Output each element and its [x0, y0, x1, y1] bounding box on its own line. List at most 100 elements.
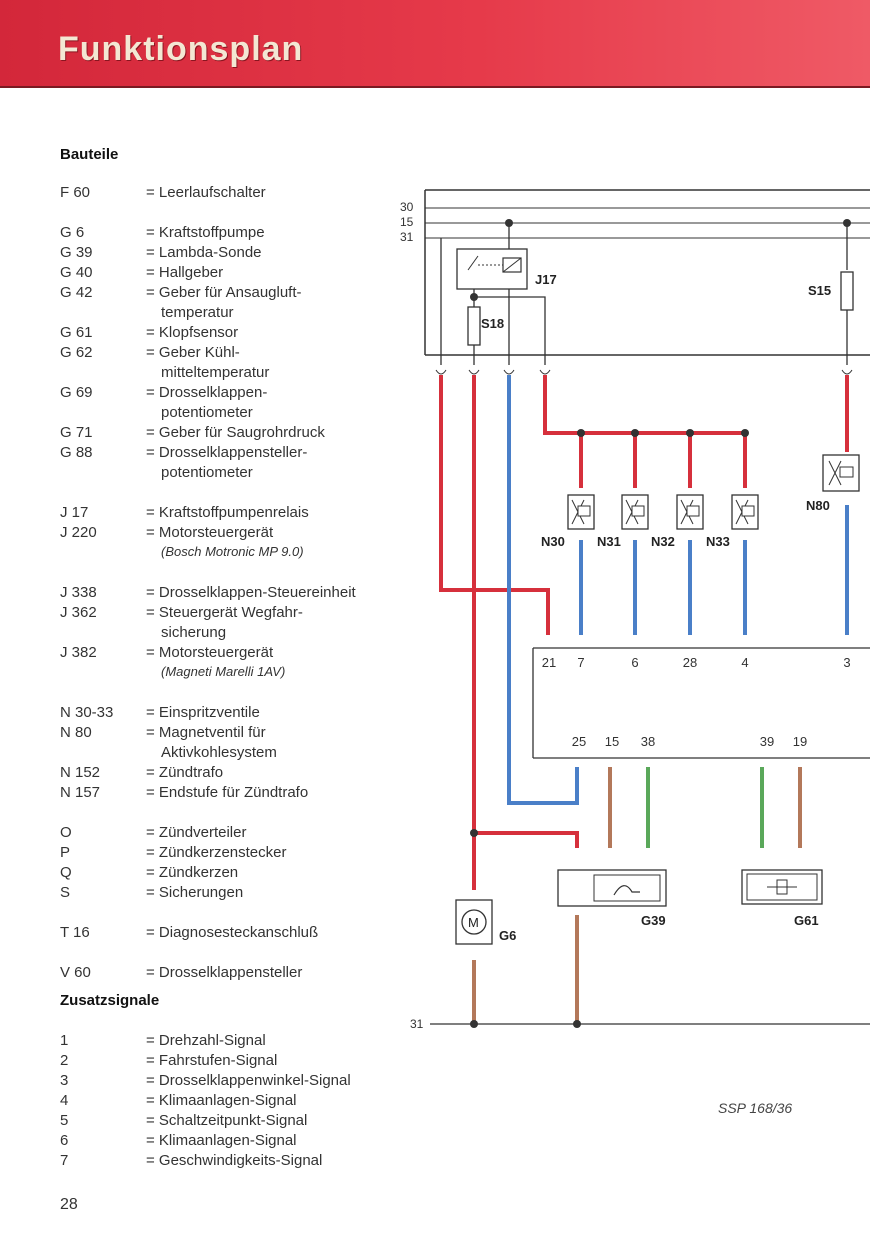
- legend-description: = Leerlaufschalter: [146, 184, 266, 201]
- legend-description: = Schaltzeitpunkt-Signal: [146, 1112, 308, 1129]
- legend-code: F 60: [60, 184, 91, 201]
- legend-description: = Kraftstoffpumpe: [146, 224, 265, 241]
- legend-description: = Geber für Saugrohrdruck: [146, 424, 325, 441]
- legend-description: = Sicherungen: [146, 884, 244, 901]
- injector-n32-label: N32: [651, 534, 675, 549]
- legend-code: N 30-33: [60, 704, 114, 721]
- fuse-s15: [840, 271, 854, 311]
- legend-code: 7: [60, 1152, 69, 1169]
- legend-description: = Motorsteuergerät: [146, 524, 274, 541]
- legend-code: 5: [60, 1112, 69, 1129]
- relay-panel: [424, 189, 870, 356]
- legend-code: P: [60, 844, 71, 861]
- legend-description: = Klimaanlagen-Signal: [146, 1092, 297, 1109]
- ecu-pin-top-label: 21: [542, 655, 556, 670]
- legend-code: G 40: [60, 264, 93, 281]
- injector-n30-label: N30: [541, 534, 565, 549]
- ecu-pin-bottom-label: 38: [641, 734, 655, 749]
- legend-description: = Fahrstufen-Signal: [146, 1052, 278, 1069]
- legend-code: N 152: [60, 764, 101, 781]
- legend-description: temperatur: [161, 304, 234, 321]
- ecu-pin-top-label: 6: [631, 655, 638, 670]
- purge-valve-n80: [822, 454, 860, 492]
- page-number: 28: [60, 1196, 78, 1213]
- legend-code: G 88: [60, 444, 93, 461]
- rail-30-label: 30: [400, 200, 414, 214]
- banner-divider: [0, 86, 870, 88]
- legend-code: T 16: [60, 924, 90, 941]
- page-title: Funktionsplan: [58, 30, 304, 68]
- fuel-pump-g6-label: G6: [499, 928, 516, 943]
- ecu-pin-bottom-label: 25: [572, 734, 586, 749]
- knock-sensor-g61-label: G61: [794, 913, 819, 928]
- legend-description: = Drosselklappen-Steuereinheit: [146, 584, 356, 601]
- legend-description: = Magnetventil für: [146, 724, 266, 741]
- legend-code: 3: [60, 1072, 69, 1089]
- injector-n31: [621, 494, 649, 530]
- legend-code: N 80: [60, 724, 92, 741]
- injector-n33-label: N33: [706, 534, 730, 549]
- relay-j17-label: J17: [535, 272, 557, 287]
- legend-code: Q: [60, 864, 72, 881]
- legend-description: = Drosselklappenwinkel-Signal: [146, 1072, 351, 1089]
- injector-n32: [676, 494, 704, 530]
- injector-n33: [731, 494, 759, 530]
- fuse-s18-label: S18: [481, 316, 504, 331]
- ecu-pin-bottom-label: 15: [605, 734, 619, 749]
- ecu-box: [532, 647, 870, 759]
- legend-description: Aktivkohlesystem: [161, 744, 277, 761]
- title-banner: [0, 0, 870, 86]
- legend-description: = Drehzahl-Signal: [146, 1032, 266, 1049]
- legend-description: = Klimaanlagen-Signal: [146, 1132, 297, 1149]
- legend-code: O: [60, 824, 72, 841]
- legend-description: = Diagnosesteckanschluß: [146, 924, 319, 941]
- fuel-pump-g6: [455, 899, 493, 945]
- legend-description: = Lambda-Sonde: [146, 244, 262, 261]
- legend-description: = Geschwindigkeits-Signal: [146, 1152, 323, 1169]
- ecu-pin-top-label: 7: [577, 655, 584, 670]
- legend-note: (Bosch Motronic MP 9.0): [161, 544, 304, 559]
- lambda-sensor-g39-label: G39: [641, 913, 666, 928]
- legend-code: 4: [60, 1092, 69, 1109]
- legend-description: = Endstufe für Zündtrafo: [146, 784, 309, 801]
- legend-code: G 62: [60, 344, 93, 361]
- ecu-pin-bottom-label: 19: [793, 734, 807, 749]
- legend-description: = Motorsteuergerät: [146, 644, 274, 661]
- legend-code: N 157: [60, 784, 101, 801]
- legend-description: = Zündverteiler: [146, 824, 247, 841]
- rail-31-label: 31: [400, 230, 414, 244]
- legend-description: = Klopfsensor: [146, 324, 239, 341]
- legend-description: = Hallgeber: [146, 264, 224, 281]
- legend-description: = Geber Kühl-: [146, 344, 240, 361]
- fuse-s18: [467, 306, 481, 346]
- ecu-pin-top-label: 28: [683, 655, 697, 670]
- ground-rail-label: 31: [410, 1017, 424, 1031]
- legend-description: potentiometer: [161, 404, 253, 421]
- legend-code: G 69: [60, 384, 93, 401]
- legend-code: G 6: [60, 224, 85, 241]
- legend-description: mitteltemperatur: [161, 364, 270, 381]
- legend-description: = Einspritzventile: [146, 704, 260, 721]
- legend-code: 6: [60, 1132, 69, 1149]
- injector-n31-label: N31: [597, 534, 621, 549]
- legend-description: = Zündtrafo: [146, 764, 224, 781]
- rail-15-label: 15: [400, 215, 414, 229]
- legend-description: = Drosselklappensteller: [146, 964, 303, 981]
- legend-code: J 17: [60, 504, 89, 521]
- knock-sensor-g61: [741, 869, 823, 905]
- legend-code: 1: [60, 1032, 69, 1049]
- legend-description: = Kraftstoffpumpenrelais: [146, 504, 309, 521]
- legend-description: potentiometer: [161, 464, 253, 481]
- legend-description: = Drosselklappen-: [146, 384, 268, 401]
- ecu-pin-top-label: 3: [843, 655, 850, 670]
- legend-description: = Steuergerät Wegfahr-: [146, 604, 303, 621]
- legend-code: J 382: [60, 644, 97, 661]
- legend-description: = Zündkerzen: [146, 864, 239, 881]
- signals-heading: Zusatzsignale: [60, 992, 160, 1009]
- legend-code: J 220: [60, 524, 97, 541]
- legend-note: (Magneti Marelli 1AV): [161, 664, 286, 679]
- components-heading: Bauteile: [60, 146, 119, 163]
- legend-description: = Geber für Ansaugluft-: [146, 284, 302, 301]
